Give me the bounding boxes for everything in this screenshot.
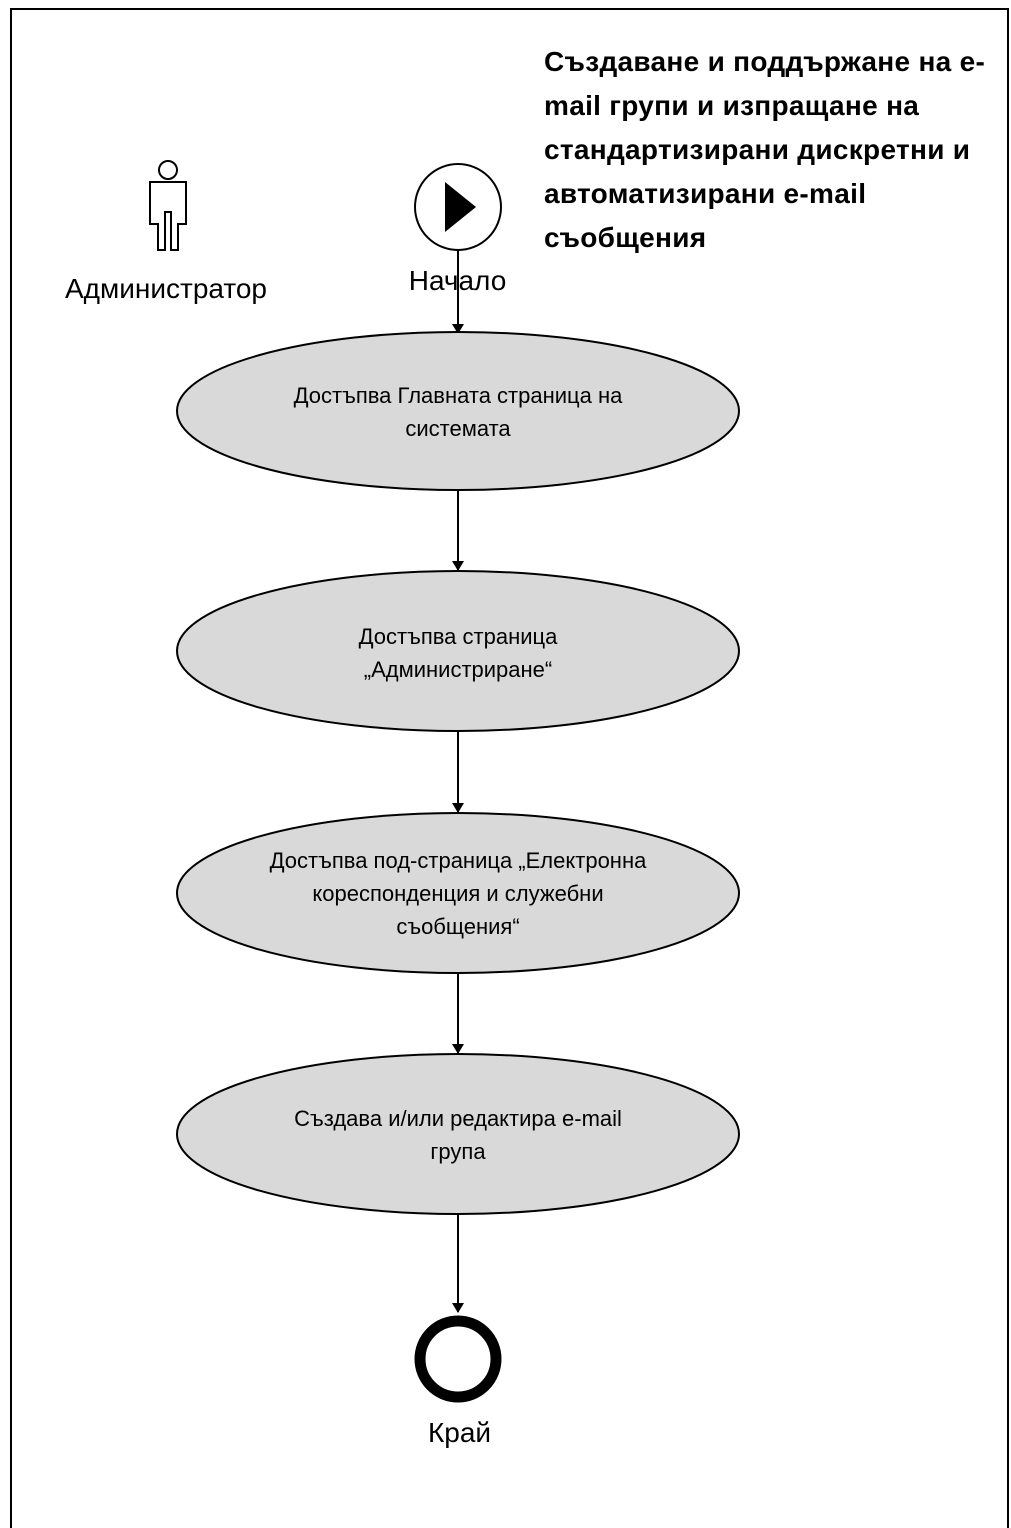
step-3-node (176, 812, 740, 974)
step-4-node (176, 1053, 740, 1215)
step-4-line-2: група (430, 1139, 486, 1164)
step-4-line-1: Създава и/или редактира e-mail (294, 1106, 622, 1131)
step-1-text: Достъпва Главната страница на системата (188, 379, 728, 445)
step-2-line-2: „Администриране“ (363, 657, 553, 682)
step-3-text: Достъпва под-страница „Електронна коресп… (188, 844, 728, 943)
start-label: Начало (408, 265, 507, 296)
end-circle-icon (414, 1315, 502, 1403)
step-3-line-1: Достъпва под-страница „Електронна (269, 848, 647, 873)
person-icon (149, 160, 187, 251)
actor-label: Администратор (64, 273, 267, 304)
step-3-line-3: съобщения“ (396, 914, 520, 939)
diagram-frame (10, 8, 1009, 1528)
play-icon (414, 163, 502, 251)
step-2-text: Достъпва страница „Администриране“ (188, 620, 728, 686)
step-1-node (176, 331, 740, 491)
step-2-node (176, 570, 740, 732)
step-2-line-1: Достъпва страница (358, 624, 558, 649)
step-3-line-2: кореспонденция и служебни (312, 881, 604, 906)
end-label: Край (427, 1417, 492, 1448)
diagram-title: Създаване и поддържане на e-mail групи и… (544, 46, 986, 253)
step-4-text: Създава и/или редактира e-mail група (188, 1102, 728, 1168)
step-1-line-2: системата (405, 416, 511, 441)
step-1-line-1: Достъпва Главната страница на (293, 383, 623, 408)
